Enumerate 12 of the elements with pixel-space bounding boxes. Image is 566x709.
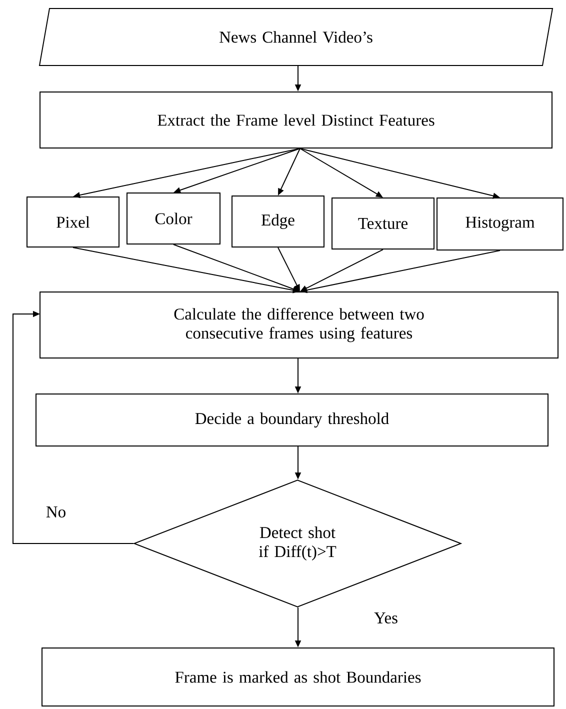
process-box: Pixel xyxy=(26,196,120,248)
process-box: Calculate the difference between two consecutive frames using features xyxy=(40,292,558,358)
edge-label: Yes xyxy=(373,612,399,624)
process-box: Extract the Frame level Distinct Features xyxy=(40,92,552,148)
process-box: Decide a boundary threshold xyxy=(36,394,548,446)
edge-label: No xyxy=(44,506,68,518)
process-box: Edge xyxy=(232,196,324,248)
process-box: Histogram xyxy=(436,198,564,250)
process-box: Texture xyxy=(332,198,434,250)
process-box: Frame is marked as shot Boundaries xyxy=(42,648,554,706)
process-box: Color xyxy=(126,192,220,244)
arrow xyxy=(12,310,134,544)
